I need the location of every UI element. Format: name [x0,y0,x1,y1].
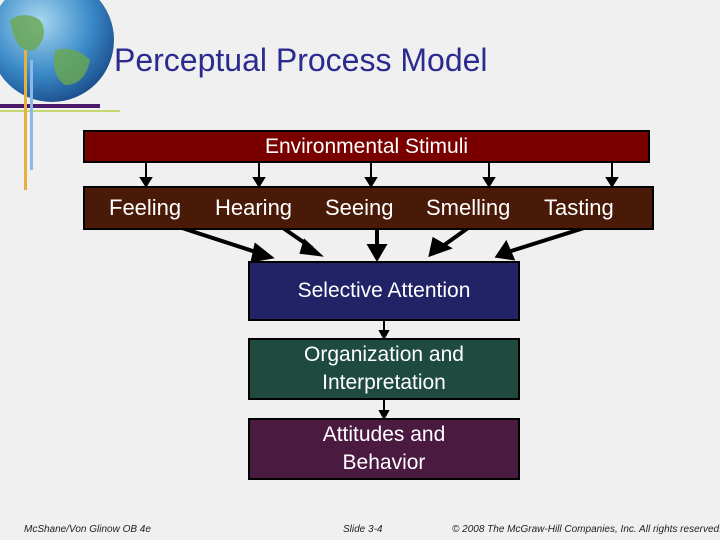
footer-source: McShane/Von Glinow OB 4e [24,524,151,535]
footer-slide-number: Slide 3-4 [343,524,383,535]
environmental-stimuli-box: Environmental Stimuli [83,130,650,163]
slide-title: Perceptual Process Model [114,42,488,78]
sense-feeling: Feeling [109,195,182,220]
sense-hearing: Hearing [215,195,293,220]
stimuli-arrows [139,163,619,188]
sense-seeing: Seeing [325,195,394,220]
blue-vertical-rule [30,60,33,170]
organization-interpretation-box: Organization and Interpretation [248,338,520,400]
senses-bar: Feeling Hearing Seeing Smelling Tasting [83,186,654,230]
selective-attention-label: Selective Attention [297,279,471,302]
behavior-label-line-1: Attitudes and [322,423,446,446]
footer-copyright: © 2008 The McGraw-Hill Companies, Inc. A… [452,524,720,535]
attitudes-behavior-box: Attitudes and Behavior [248,418,520,480]
organization-label-line-2: Interpretation [322,371,446,394]
behavior-label-line-2: Behavior [342,451,426,474]
senses-arrows [181,226,585,263]
orange-vertical-rule [24,50,27,190]
process-arrows [378,321,390,421]
green-rule [0,110,120,112]
selective-attention-box: Selective Attention [248,261,520,321]
environmental-stimuli-label: Environmental Stimuli [264,134,469,158]
sense-smelling: Smelling [426,195,511,220]
purple-rule [0,104,100,108]
sense-tasting: Tasting [544,195,614,220]
globe-icon [0,0,114,102]
organization-label-line-1: Organization and [304,343,464,366]
